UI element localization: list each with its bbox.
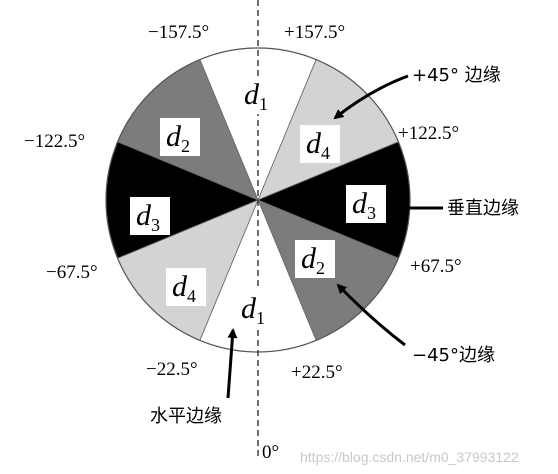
sector-label-base: d — [136, 199, 152, 232]
callout-minus45-edge: −45°边缘 — [412, 345, 495, 366]
arrow-minus45 — [336, 283, 406, 347]
callout-vertical-edge: 垂直边缘 — [447, 198, 519, 219]
angle-label-pos122: +122.5° — [398, 123, 459, 144]
sector-label-box — [238, 76, 278, 114]
sector-label-d2-right: d2 — [295, 240, 335, 278]
sector-label-subscript: 4 — [187, 286, 196, 306]
sector-label-d3-right: d3 — [346, 185, 386, 223]
sector-label-subscript: 1 — [259, 94, 268, 114]
sector-label-text: d2 — [301, 242, 325, 278]
sector-label-box — [300, 125, 340, 163]
sector-label-d1-bottom: d1 — [235, 290, 275, 328]
sector-label-text: d3 — [352, 187, 376, 223]
sector-label-text: d1 — [244, 78, 268, 114]
angle-label-pos67: +67.5° — [410, 256, 462, 277]
arrow-horizontal — [226, 328, 238, 399]
sector-label-d4-right: d4 — [300, 125, 340, 163]
angle-label-neg67: −67.5° — [46, 262, 98, 283]
sector-label-subscript: 4 — [321, 143, 330, 163]
sector-label-box — [235, 290, 275, 328]
angle-label-neg157: −157.5° — [148, 22, 209, 43]
sector-label-text: d2 — [166, 120, 190, 156]
angle-label-pos157: +157.5° — [284, 22, 345, 43]
callout-plus45-edge: +45° 边缘 — [412, 65, 501, 86]
watermark-url: https://blog.csdn.net/m0_37993122 — [300, 449, 519, 465]
sector-label-subscript: 3 — [151, 215, 160, 235]
sector-label-box — [295, 240, 335, 278]
sector-label-base: d — [241, 292, 257, 325]
angle-label-neg122: −122.5° — [24, 131, 85, 152]
angle-label-pos22: +22.5° — [291, 362, 343, 383]
angle-label-neg22: −22.5° — [146, 359, 198, 380]
sector-label-base: d — [172, 270, 188, 303]
sector-label-text: d4 — [172, 270, 196, 306]
sector-label-base: d — [244, 78, 260, 111]
sector-label-box — [160, 118, 200, 156]
sector-label-d1-top: d1 — [238, 76, 278, 114]
sector-label-base: d — [166, 120, 182, 153]
angle-label-zero: 0° — [262, 442, 279, 463]
sector-label-subscript: 3 — [367, 203, 376, 223]
sector-label-text: d4 — [306, 127, 330, 163]
sector-label-box — [166, 268, 206, 306]
sector-label-subscript: 1 — [256, 308, 265, 328]
sector-label-d4-left: d4 — [166, 268, 206, 306]
sector-label-text: d1 — [241, 292, 265, 328]
arrow-plus45 — [333, 74, 409, 120]
sector-label-box — [130, 197, 170, 235]
sector-label-subscript: 2 — [316, 258, 325, 278]
sector-label-text: d3 — [136, 199, 160, 235]
sector-label-box — [346, 185, 386, 223]
sector-label-base: d — [352, 187, 368, 220]
sector-label-subscript: 2 — [181, 136, 190, 156]
callout-horizontal-edge: 水平边缘 — [150, 406, 222, 427]
sector-label-base: d — [306, 127, 322, 160]
sector-label-d2-left: d2 — [160, 118, 200, 156]
sector-label-d3-left: d3 — [130, 197, 170, 235]
sector-label-base: d — [301, 242, 317, 275]
